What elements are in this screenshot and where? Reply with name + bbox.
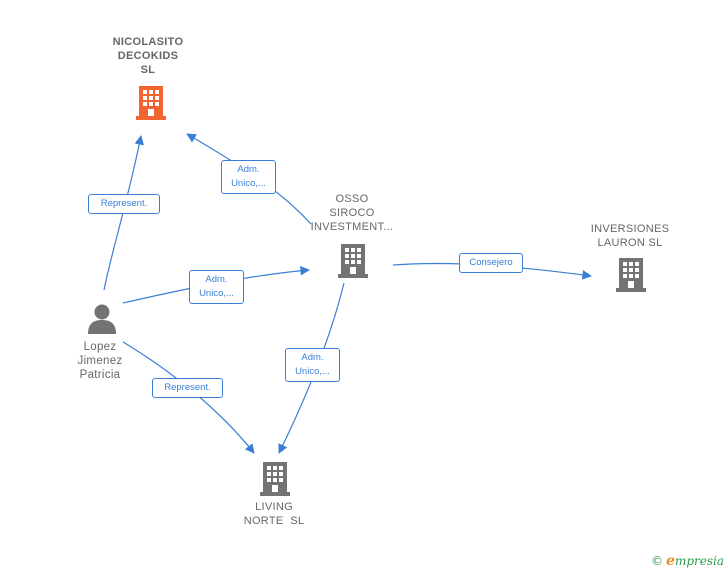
node-label-line: INVESTMENT... <box>310 221 394 233</box>
building-icon[interactable] <box>260 460 290 496</box>
building-icon[interactable] <box>136 84 166 120</box>
building-icon[interactable] <box>338 242 368 278</box>
edge-label-lopez-osso[interactable]: Adm. Unico,... <box>189 270 244 304</box>
node-label-inversiones[interactable]: INVERSIONES LAURON SL <box>578 222 682 250</box>
edge-label-line: Unico,... <box>295 366 330 377</box>
edge-lopez-nicolasito <box>103 135 144 291</box>
node-label-line: Lopez <box>83 341 117 353</box>
empresia-watermark: ©empresia <box>651 553 724 569</box>
node-label-line: Jimenez <box>77 355 123 367</box>
edge-label-line: Unico,... <box>231 178 266 189</box>
node-label-line: OSSO <box>335 193 369 205</box>
node-label-line: NICOLASITO <box>112 36 184 48</box>
node-label-lopez[interactable]: Lopez Jimenez Patricia <box>60 340 140 382</box>
edge-label-line: Represent. <box>164 382 211 393</box>
node-label-line: LAURON SL <box>597 237 663 249</box>
node-label-line: SL <box>140 64 156 76</box>
edge-label-line: Represent. <box>100 198 148 209</box>
node-label-line: NORTE SL <box>243 515 305 527</box>
node-label-line: SIROCO <box>329 207 375 219</box>
edge-label-lopez-living[interactable]: Represent. <box>152 378 223 398</box>
node-label-line: LIVING <box>255 501 293 513</box>
edge-label-line: Consejero <box>469 257 513 268</box>
edge-label-osso-living[interactable]: Adm. Unico,... <box>285 348 340 382</box>
edge-label-line: Unico,... <box>199 288 234 299</box>
building-icon[interactable] <box>616 256 646 292</box>
node-label-osso[interactable]: OSSO SIROCO INVESTMENT... <box>300 192 404 234</box>
edge-label-line: Adm. <box>237 164 260 175</box>
node-label-living[interactable]: LIVING NORTE SL <box>224 500 324 528</box>
person-icon[interactable] <box>86 302 118 334</box>
edge-label-osso-nicolasito[interactable]: Adm. Unico,... <box>221 160 276 194</box>
node-label-line: Patricia <box>79 369 121 381</box>
edge-label-line: Adm. <box>301 352 324 363</box>
brand-initial: e <box>666 553 675 569</box>
edge-label-lopez-nicolasito[interactable]: Represent. <box>88 194 160 214</box>
copyright-symbol: © <box>651 554 664 568</box>
node-label-line: DECOKIDS <box>117 50 179 62</box>
node-label-line: INVERSIONES <box>590 223 670 235</box>
brand-name: mpresia <box>674 554 724 568</box>
node-label-nicolasito[interactable]: NICOLASITO DECOKIDS SL <box>100 35 196 77</box>
edge-label-line: Adm. <box>205 274 228 285</box>
edge-label-osso-inversiones[interactable]: Consejero <box>459 253 523 273</box>
